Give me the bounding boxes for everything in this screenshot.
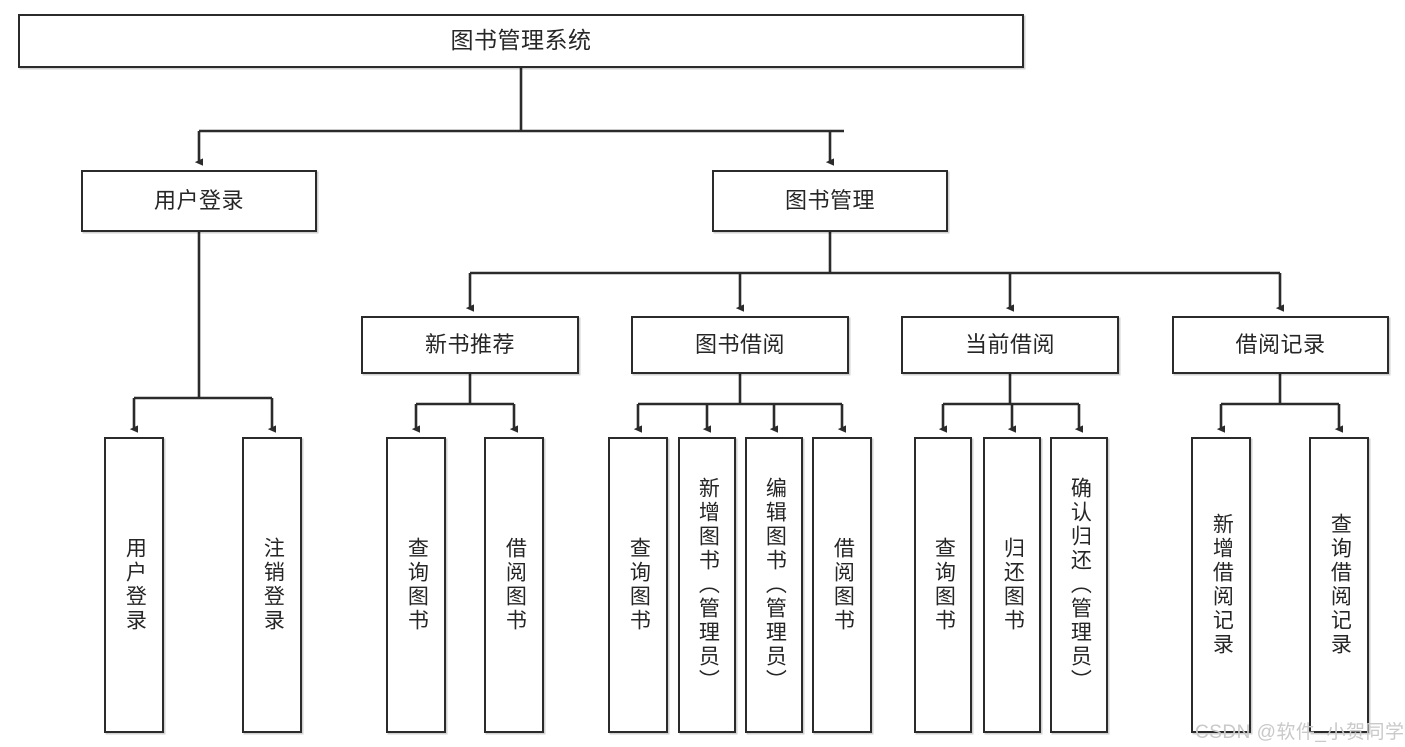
node-book-borrow-label: 图书借阅 <box>694 332 785 358</box>
node-borrow-record[interactable]: 借阅记录 <box>1172 316 1389 374</box>
node-book-manage[interactable]: 图书管理 <box>712 170 948 232</box>
node-leaf-confirm-return[interactable]: 确认归还（管理员） <box>1050 437 1108 733</box>
node-leaf-user-login-label: 用户登录 <box>123 537 147 633</box>
node-leaf-return-book-label: 归还图书 <box>1001 537 1025 633</box>
csdn-watermark: CSDN @软件_小贺同学 <box>1195 722 1405 743</box>
node-current-borrow-label: 当前借阅 <box>964 332 1055 358</box>
node-leaf-logout-label: 注销登录 <box>261 537 285 633</box>
node-leaf-add-record[interactable]: 新增借阅记录 <box>1191 437 1251 733</box>
node-leaf-confirm-return-label: 确认归还（管理员） <box>1068 477 1092 693</box>
node-new-book-recommend[interactable]: 新书推荐 <box>361 316 579 374</box>
node-leaf-edit-book[interactable]: 编辑图书（管理员） <box>745 437 803 733</box>
node-new-book-recommend-label: 新书推荐 <box>424 332 515 358</box>
node-leaf-query-book-2[interactable]: 查询图书 <box>608 437 668 733</box>
node-root[interactable]: 图书管理系统 <box>18 14 1024 68</box>
node-user-login-label: 用户登录 <box>153 188 244 214</box>
node-leaf-query-book-1[interactable]: 查询图书 <box>386 437 446 733</box>
node-leaf-return-book[interactable]: 归还图书 <box>983 437 1041 733</box>
node-leaf-logout[interactable]: 注销登录 <box>242 437 302 733</box>
node-leaf-borrow-book-2[interactable]: 借阅图书 <box>812 437 872 733</box>
node-book-manage-label: 图书管理 <box>784 188 875 214</box>
node-book-borrow[interactable]: 图书借阅 <box>631 316 849 374</box>
node-leaf-borrow-book-1-label: 借阅图书 <box>503 537 527 633</box>
node-leaf-edit-book-label: 编辑图书（管理员） <box>763 477 787 693</box>
node-leaf-query-record-label: 查询借阅记录 <box>1328 513 1352 657</box>
node-leaf-query-book-3-label: 查询图书 <box>932 537 956 633</box>
node-leaf-query-book-1-label: 查询图书 <box>405 537 429 633</box>
node-leaf-add-record-label: 新增借阅记录 <box>1210 513 1234 657</box>
node-borrow-record-label: 借阅记录 <box>1235 332 1326 358</box>
node-leaf-query-record[interactable]: 查询借阅记录 <box>1309 437 1369 733</box>
node-leaf-user-login[interactable]: 用户登录 <box>104 437 164 733</box>
node-leaf-query-book-3[interactable]: 查询图书 <box>914 437 972 733</box>
node-current-borrow[interactable]: 当前借阅 <box>901 316 1119 374</box>
node-user-login[interactable]: 用户登录 <box>81 170 317 232</box>
node-leaf-add-book[interactable]: 新增图书（管理员） <box>678 437 736 733</box>
node-leaf-borrow-book-1[interactable]: 借阅图书 <box>484 437 544 733</box>
node-root-label: 图书管理系统 <box>450 27 592 54</box>
node-leaf-borrow-book-2-label: 借阅图书 <box>831 537 855 633</box>
node-leaf-add-book-label: 新增图书（管理员） <box>696 477 720 693</box>
node-leaf-query-book-2-label: 查询图书 <box>627 537 651 633</box>
